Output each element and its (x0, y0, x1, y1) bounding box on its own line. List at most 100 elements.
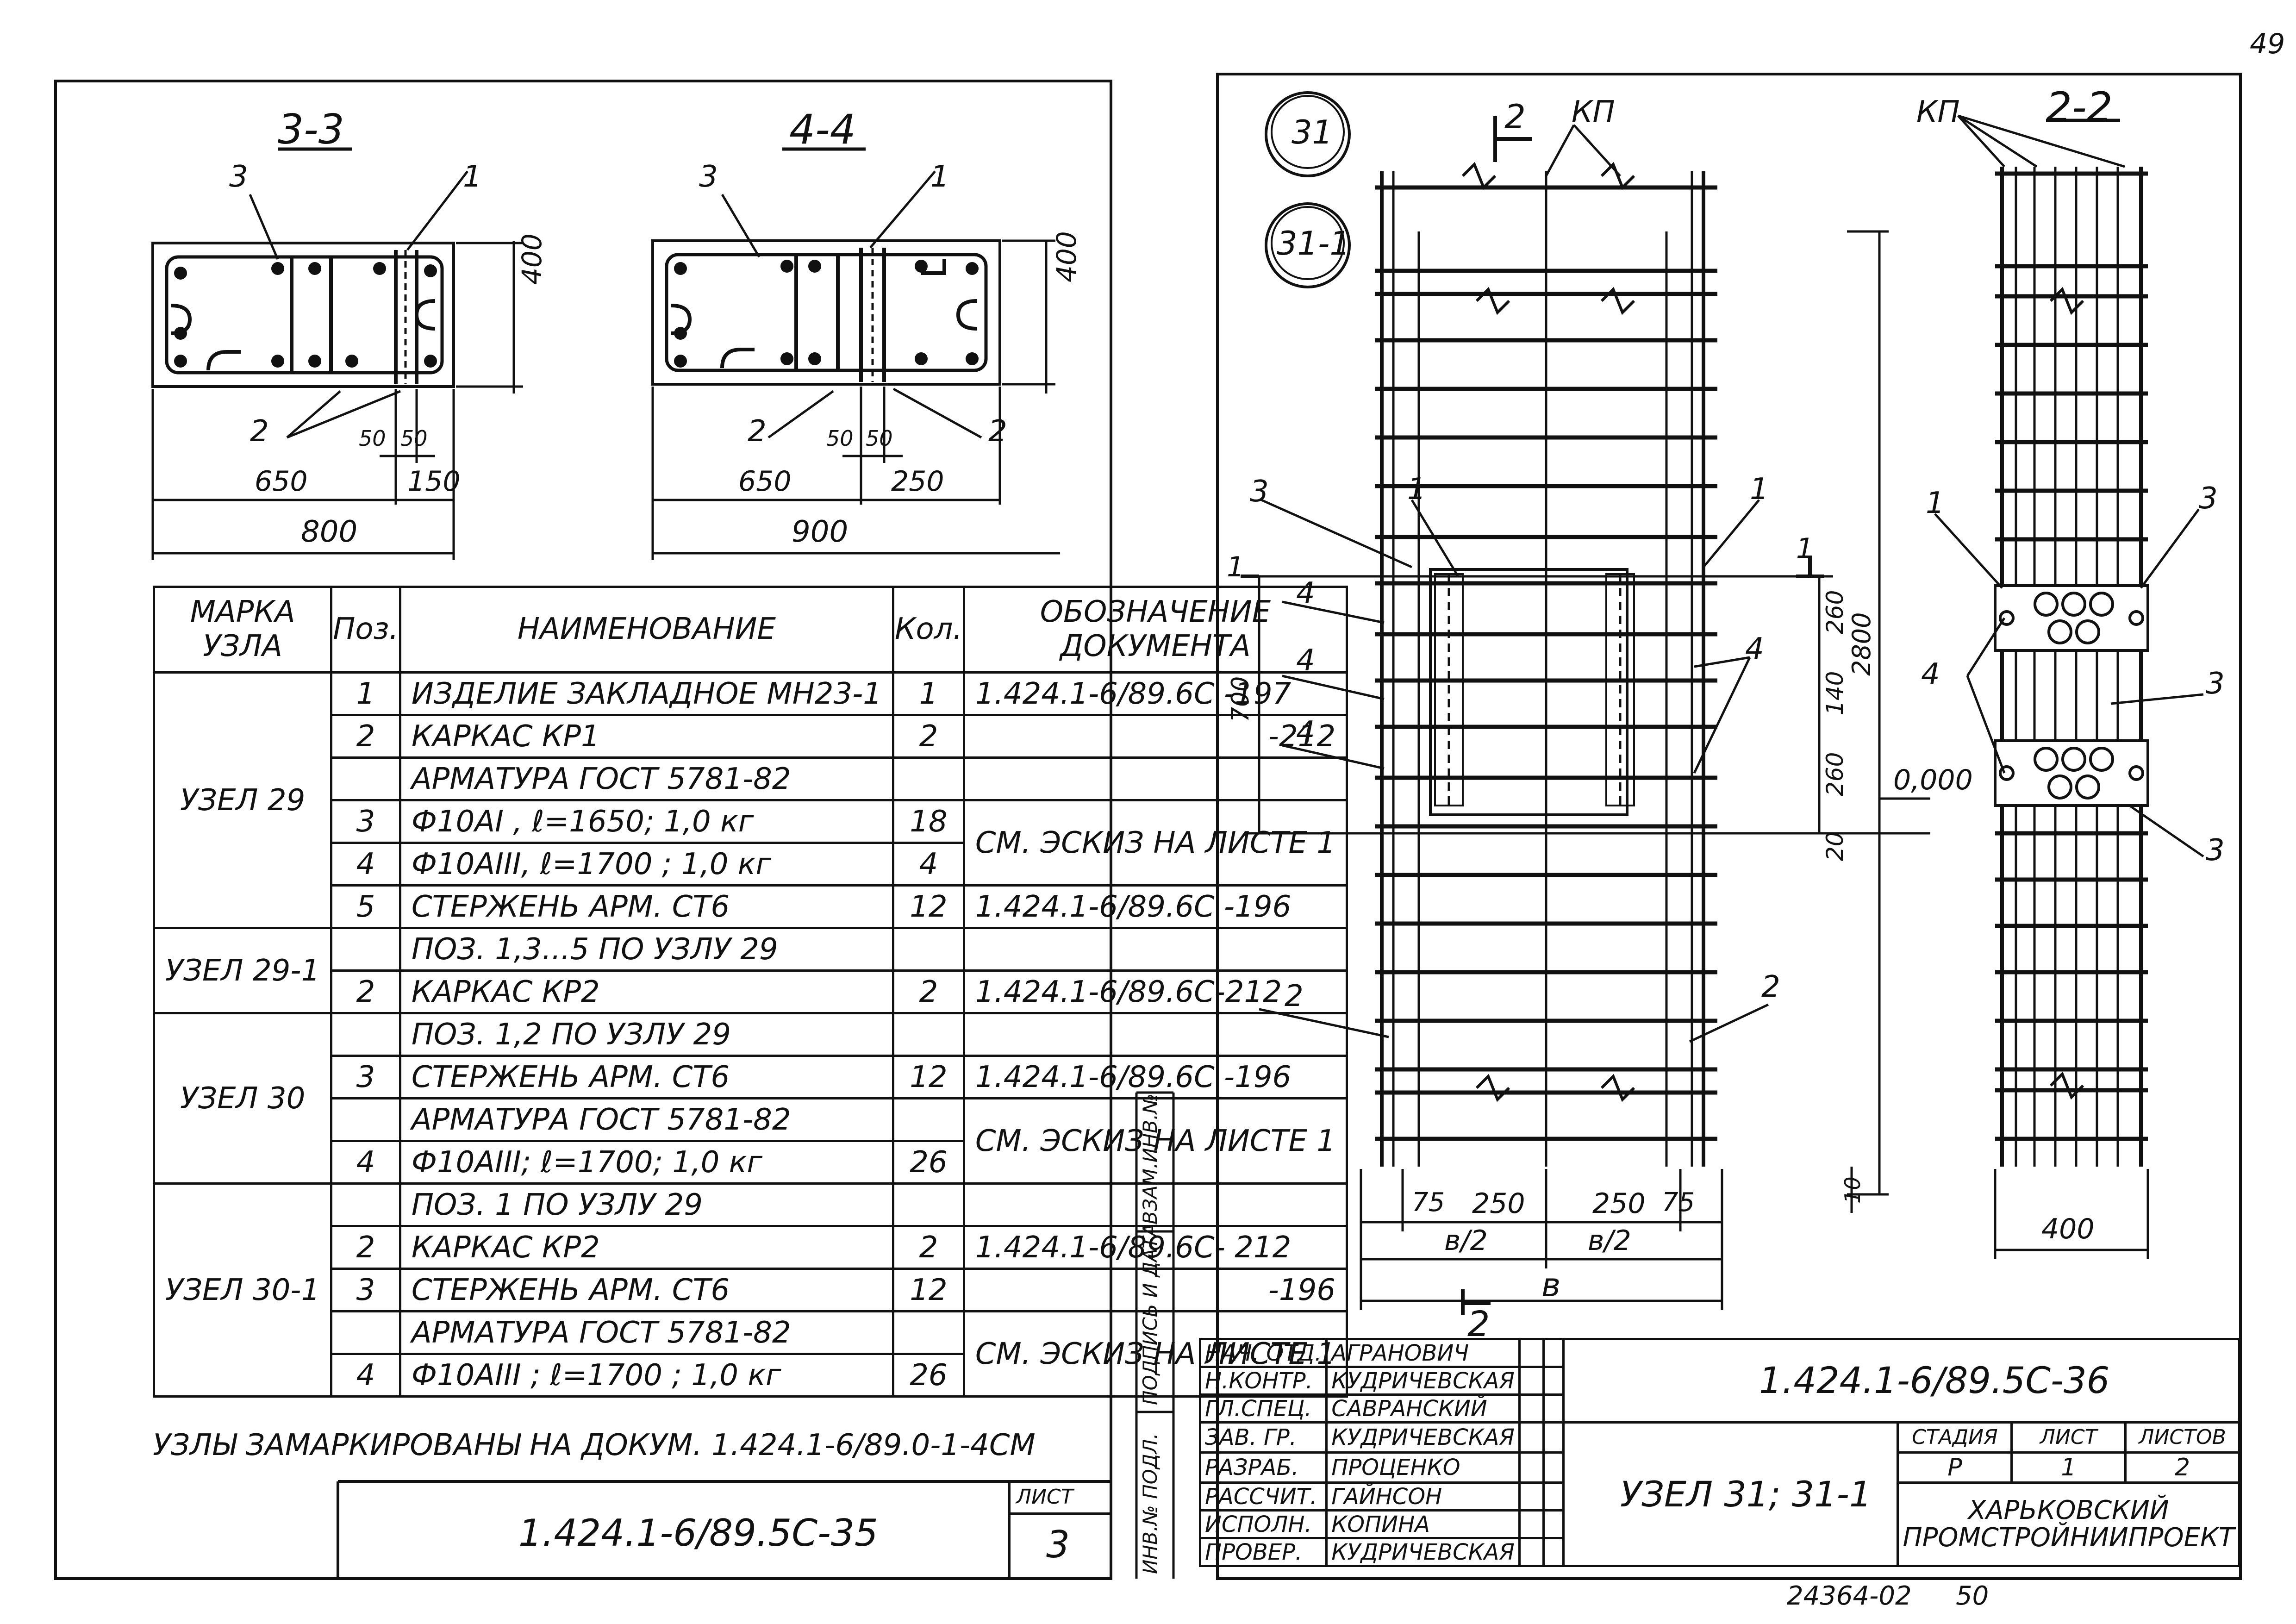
name-cell: ГАЙНСОН (1325, 1481, 1521, 1512)
table-row: 3 Ф10АI , ℓ=1650; 1,0 кг 18 СМ. ЭСКИЗ НА… (154, 799, 1348, 887)
name-cell: КУДРИЧЕВСКАЯ (1325, 1537, 1521, 1567)
dim-260: 260 (1822, 590, 1848, 634)
cell-doc (962, 1182, 1348, 1227)
table-row: 4 Ф10АIII, ℓ=1700 ; 1,0 кг 4 (154, 842, 1347, 887)
signature-cell (1518, 1481, 1545, 1512)
table-row: 3 СТЕРЖЕНЬ АРМ. СТ6 12 1.424.1-6/89.6С -… (154, 1055, 1348, 1099)
cell-name: ПОЗ. 1,3...5 ПО УЗЛУ 29 (399, 927, 895, 972)
cell-name: АРМАТУРА ГОСТ 5781-82 (399, 756, 895, 801)
cell-qty: 4 (892, 842, 965, 887)
cell-doc (962, 756, 1348, 801)
table-row: 5 СТЕРЖЕНЬ АРМ. СТ6 12 1.424.1-6/89.6С -… (154, 884, 1348, 929)
table-row: АРМАТУРА ГОСТ 5781-82 (154, 756, 1348, 801)
cell-pos: 5 (330, 884, 401, 929)
pos-label: 1 (930, 160, 949, 194)
elevation-mark: 0,000 (1893, 764, 1973, 796)
date-cell (1542, 1393, 1565, 1424)
pos-label: 1 (1750, 472, 1769, 506)
cell-pos (330, 1310, 401, 1355)
cell-name: Ф10АIII ; ℓ=1700 ; 1,0 кг (399, 1353, 895, 1398)
dim-20: 20 (1822, 831, 1848, 861)
dim-b-half: в/2 (1444, 1224, 1488, 1257)
organization: ХАРЬКОВСКИЙ ПРОМСТРОЙНИИПРОЕКТ (1897, 1481, 2240, 1567)
node-mark: УЗЕЛ 29-1 (152, 927, 333, 1014)
header-pos: Поз. (330, 586, 401, 674)
header-mark: МАРКА УЗЛА (152, 586, 333, 674)
dim-width: 250 (891, 465, 944, 498)
cell-name: ПОЗ. 1 ПО УЗЛУ 29 (399, 1182, 895, 1227)
dim-250: 250 (1472, 1187, 1525, 1220)
dim-700: 700 (1227, 676, 1254, 722)
archive-page: 50 (1956, 1581, 1989, 1611)
table-row: 2 КАРКАС КР2 2 1.424.1-6/89.6С- 212 (154, 1225, 1348, 1270)
right-doc-code: 1.424.1-6/89.5С-36 (1562, 1338, 2241, 1424)
dim-140: 140 (1822, 671, 1848, 715)
dim-width: 150 (407, 465, 461, 498)
role-cell: РАЗРАБ. (1198, 1451, 1328, 1484)
pos-label: 3 (2206, 667, 2225, 701)
kp-label: КП (1572, 95, 1615, 129)
left-stamp-lines (337, 1480, 1111, 1579)
section-marker-right: 1 (1796, 532, 1814, 565)
cell-doc: 1.424.1-6/89.6С-212 (962, 969, 1348, 1014)
dim-260b: 260 (1822, 752, 1848, 796)
node-title: УЗЕЛ 31; 31-1 (1562, 1421, 1899, 1567)
name-cell: КОПИНА (1325, 1509, 1521, 1539)
dim-gap: 50 (866, 426, 893, 451)
cell-pos: 3 (330, 1268, 401, 1312)
name-cell: САВРАНСКИЙ (1325, 1393, 1521, 1424)
date-cell (1542, 1338, 1565, 1368)
table-row: 2 КАРКАС КР2 2 1.424.1-6/89.6С-212 (154, 969, 1348, 1014)
cell-name: Ф10АI , ℓ=1650; 1,0 кг (399, 799, 895, 844)
table-header-row: МАРКА УЗЛА Поз. НАИМЕНОВАНИЕ Кол. ОБОЗНА… (152, 586, 1348, 674)
dim-height: 400 (516, 233, 548, 285)
role-cell: ПРОВЕР. (1198, 1537, 1328, 1567)
cell-doc: 1.424.1-6/89.6С -196 (962, 1055, 1348, 1099)
pos-label: 3 (229, 160, 248, 194)
pos-label: 2 (250, 414, 269, 449)
role-cell: ГЛ.СПЕЦ. (1198, 1393, 1328, 1424)
dim-10: 10 (1840, 1176, 1865, 1204)
dim-400: 400 (2041, 1213, 2095, 1245)
title-block: НАЧ. ОТД.АГРАНОВИЧ 1.424.1-6/89.5С-36 Н.… (1198, 1338, 2241, 1567)
pos-label: 2 (1285, 979, 1304, 1013)
pos-label: 1 (1926, 486, 1945, 520)
sheet-header: ЛИСТ (2013, 1424, 2127, 1450)
name-cell: ПРОЦЕНКО (1325, 1451, 1521, 1484)
specification-table: МАРКА УЗЛА Поз. НАИМЕНОВАНИЕ Кол. ОБОЗНА… (152, 586, 1348, 1398)
cell-pos: 4 (330, 842, 401, 887)
archive-code: 24364-02 (1787, 1581, 1912, 1611)
cell-doc: 1.424.1-6/89.6С -197 (962, 671, 1348, 716)
dim-height: 400 (1051, 231, 1082, 282)
stage-values: Р 1 2 (1897, 1451, 2240, 1484)
pos-label: 1 (463, 160, 482, 194)
cell-qty: 12 (892, 1055, 965, 1099)
table-row: 2 КАРКАС КР1 2 -212 (154, 714, 1348, 759)
sheets-header: ЛИСТОВ (2139, 1425, 2226, 1449)
cell-pos: 2 (330, 1225, 401, 1270)
elevation-drawing (1241, 91, 1930, 1315)
cell-name: Ф10АIII; ℓ=1700; 1,0 кг (399, 1140, 895, 1185)
header-doc: ОБОЗНАЧЕНИЕ ДОКУМЕНТА (962, 586, 1348, 674)
cell-qty: 2 (892, 1225, 965, 1270)
cell-name: ПОЗ. 1,2 ПО УЗЛУ 29 (399, 1012, 895, 1057)
role-cell: ИСПОЛН. (1198, 1509, 1328, 1539)
dim-width: 650 (738, 465, 792, 498)
cell-qty: 18 (892, 799, 965, 844)
cell-name: АРМАТУРА ГОСТ 5781-82 (399, 1310, 895, 1355)
name-cell: КУДРИЧЕВСКАЯ (1325, 1366, 1521, 1396)
cell-pos: 3 (330, 799, 401, 844)
cell-doc: СМ. ЭСКИЗ НА ЛИСТЕ 1 (962, 1097, 1348, 1185)
section-mark: 2 (1467, 1303, 1490, 1344)
left-doc-code: 1.424.1-6/89.5С-35 (518, 1512, 878, 1555)
date-cell (1542, 1421, 1565, 1454)
cell-doc: -196 (962, 1268, 1348, 1312)
cell-name: ИЗДЕЛИЕ ЗАКЛАДНОЕ МН23-1 (399, 671, 895, 716)
date-cell (1542, 1451, 1565, 1484)
pos-label: 3 (2199, 481, 2218, 516)
date-cell (1542, 1366, 1565, 1396)
node-mark-31: 31 (1292, 113, 1333, 151)
cell-pos (330, 1012, 401, 1057)
node-mark-31-1: 31-1 (1277, 225, 1350, 262)
cell-pos: 3 (330, 1055, 401, 1099)
